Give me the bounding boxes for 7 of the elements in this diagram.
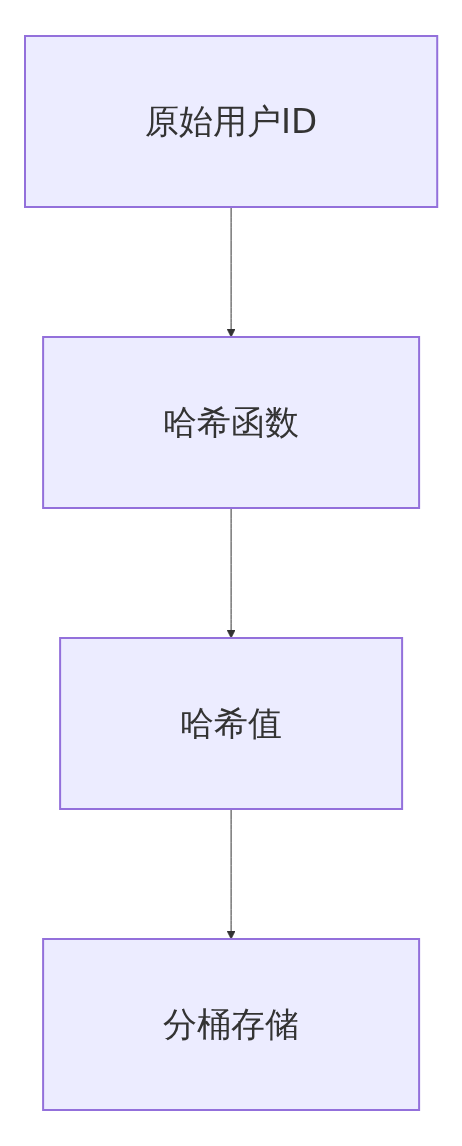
node-box: 哈希函数 <box>42 336 420 509</box>
node-box: 分桶存储 <box>42 938 420 1111</box>
arrow <box>226 808 236 940</box>
arrow <box>226 206 236 338</box>
arrow <box>226 507 236 639</box>
node-box: 原始用户ID <box>23 35 439 208</box>
node-box: 哈希值 <box>59 637 403 810</box>
